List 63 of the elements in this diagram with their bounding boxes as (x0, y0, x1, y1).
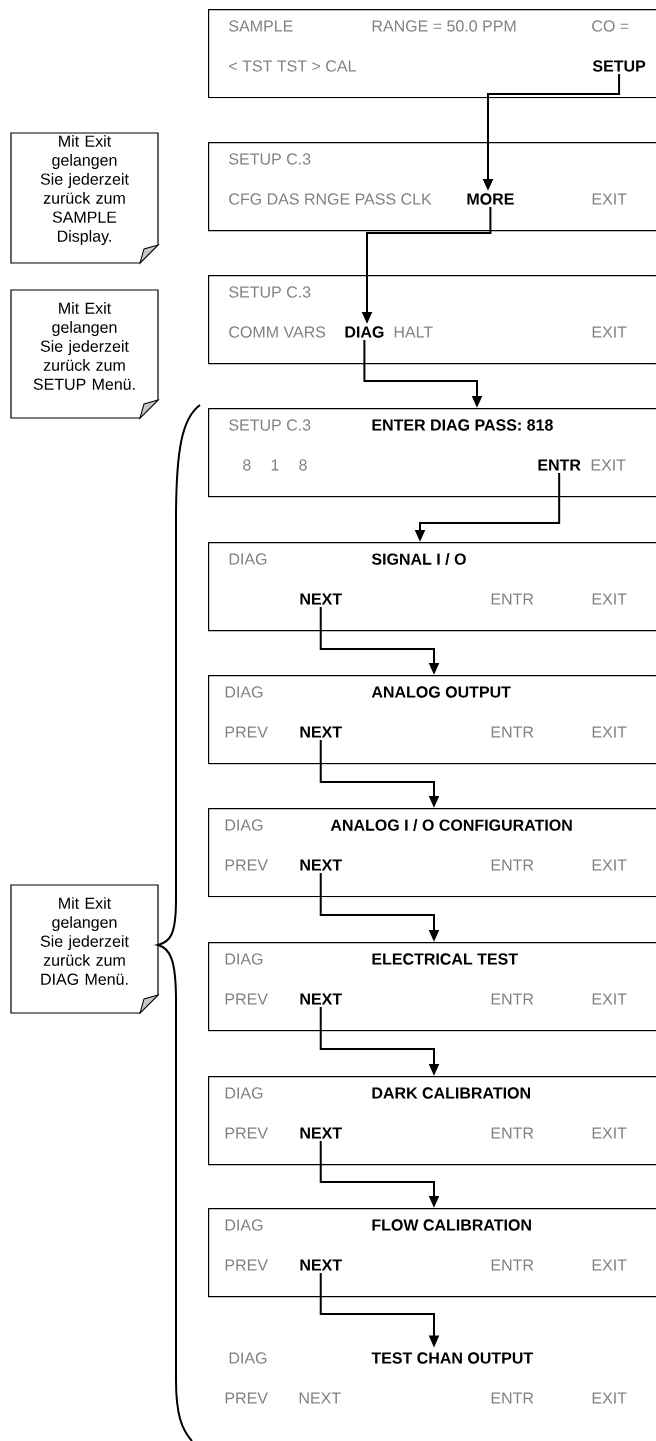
display-text: EXIT (592, 193, 627, 205)
display-text: ENTR (491, 726, 534, 738)
display-text: ANALOG OUTPUT (371, 686, 511, 698)
display-text: SETUP C.3 (229, 153, 311, 165)
display-text: EXIT (592, 859, 627, 871)
key-label: NEXT (300, 726, 342, 738)
display-text: COMM VARS (229, 326, 326, 338)
key-label: SETUP (592, 60, 646, 72)
display-text: ANALOG I / O CONFIGURATION (330, 819, 572, 831)
display-text: DARK CALIBRATION (372, 1087, 530, 1099)
display-text: PREV (225, 1259, 268, 1271)
display-text: EXIT (592, 326, 627, 338)
display-text: EXIT (592, 726, 627, 738)
key-label: NEXT (300, 1127, 342, 1139)
display-text: SETUP C.3 (229, 286, 311, 298)
display-text: DIAG (225, 1219, 263, 1231)
display-text: EXIT (592, 1127, 627, 1139)
key-label: ENTR (538, 459, 581, 471)
display-text: DIAG (225, 1087, 263, 1099)
display-text: ELECTRICAL TEST (372, 953, 518, 965)
display-text: SIGNAL I / O (371, 553, 466, 565)
key-label: MORE (467, 193, 514, 205)
display-text: DIAG (225, 686, 263, 698)
display-text: 8 1 8 (243, 459, 307, 471)
display-text: NEXT (299, 1392, 341, 1404)
display-text: PREV (225, 726, 268, 738)
display-text: PREV (225, 1127, 268, 1139)
note-box: Mit Exit gelangen Sie jederzeit zurück zum SAMPLE Display. (10, 132, 159, 264)
display-text: SETUP C.3 (229, 419, 311, 431)
display-text: PREV (225, 859, 268, 871)
key-label: NEXT (300, 593, 342, 605)
key-label: NEXT (300, 1259, 342, 1271)
key-label: NEXT (300, 993, 342, 1005)
display-text: ENTR (491, 1392, 534, 1404)
display-text: DIAG (225, 819, 263, 831)
display-text: EXIT (592, 1392, 627, 1404)
display-text: ENTR (491, 1259, 534, 1271)
display-text: RANGE = 50.0 PPM (372, 20, 516, 32)
display-text: DIAG (229, 1352, 267, 1364)
display-text: HALT (394, 326, 433, 338)
display-text: ENTR (491, 859, 534, 871)
key-label: NEXT (300, 859, 342, 871)
display-text: ENTER DIAG PASS: 818 (372, 419, 553, 431)
display-text: PREV (225, 993, 268, 1005)
display-text: CO = (592, 20, 629, 32)
display-text: EXIT (591, 459, 626, 471)
display-text: EXIT (592, 993, 627, 1005)
display-text: < TST TST > CAL (229, 60, 356, 72)
display-text: EXIT (592, 593, 627, 605)
display-text: TEST CHAN OUTPUT (371, 1352, 533, 1364)
note-box: Mit Exit gelangen Sie jederzeit zurück zum DIAG Menü. (10, 884, 159, 1014)
display-text: FLOW CALIBRATION (372, 1219, 531, 1231)
display-text: CFG DAS RNGE PASS CLK (229, 193, 432, 205)
key-label: DIAG (345, 326, 384, 338)
display-text: ENTR (491, 993, 534, 1005)
display-text: PREV (225, 1392, 268, 1404)
display-text: SAMPLE (229, 20, 293, 32)
display-text: DIAG (229, 553, 267, 565)
display-text: EXIT (592, 1259, 627, 1271)
display-text: ENTR (491, 593, 534, 605)
note-box: Mit Exit gelangen Sie jederzeit zurück zum SETUP Menü. (10, 289, 159, 419)
display-text: DIAG (225, 953, 263, 965)
display-text: ENTR (491, 1127, 534, 1139)
